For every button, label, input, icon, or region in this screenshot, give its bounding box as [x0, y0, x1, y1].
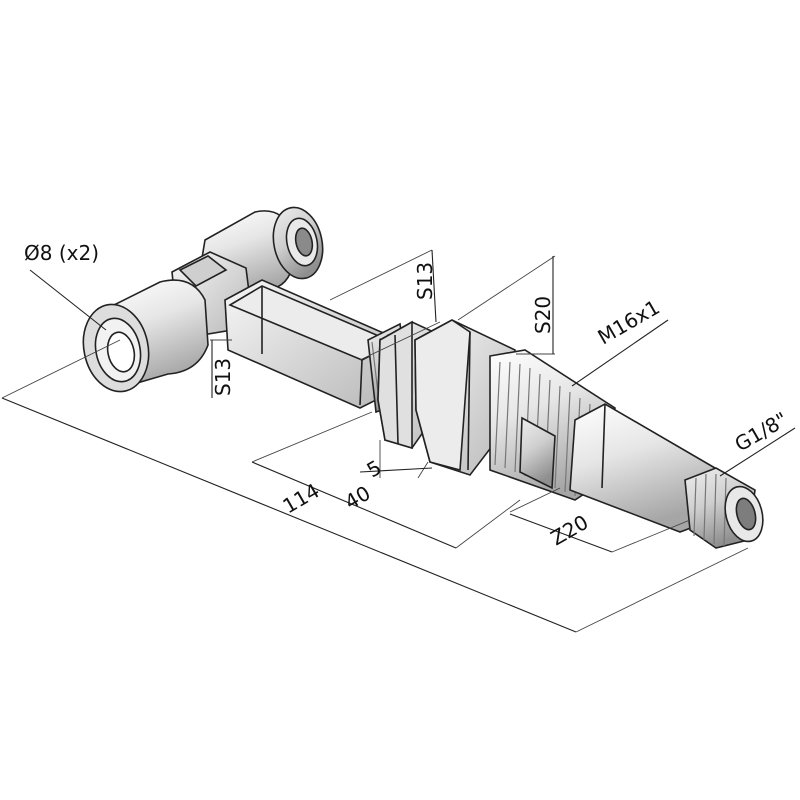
- label-length-40: 40: [341, 481, 375, 515]
- label-nut-thickness: 5: [363, 455, 386, 482]
- dimension-thread-m16: M16x1: [571, 295, 669, 387]
- label-tube-diameter: Ø8 (x2): [24, 241, 99, 265]
- label-thread-g18: G1/8": [731, 407, 792, 456]
- dimension-hex-s13-top: S13: [329, 249, 441, 361]
- fitting-body: [82, 206, 764, 549]
- dimension-hex-s13-left: S13: [210, 339, 235, 398]
- label-overall-114: 114: [279, 478, 324, 518]
- label-hex-s13-left: S13: [211, 358, 235, 396]
- g18-thread-tip: [684, 467, 764, 549]
- label-thread-m16: M16x1: [594, 295, 664, 349]
- label-nut-s20: S20: [531, 296, 555, 334]
- main-hex-body: [224, 279, 397, 409]
- dimension-thread-g18: G1/8": [719, 407, 796, 477]
- dimension-nut-s20: S20: [457, 255, 556, 355]
- dimension-tube-diameter: Ø8 (x2): [24, 241, 107, 331]
- dimension-nut-thickness: 5: [359, 440, 433, 482]
- label-length-z20: Z20: [547, 510, 593, 550]
- tee-front-collet: [82, 279, 209, 393]
- label-hex-s13-top: S13: [413, 262, 437, 300]
